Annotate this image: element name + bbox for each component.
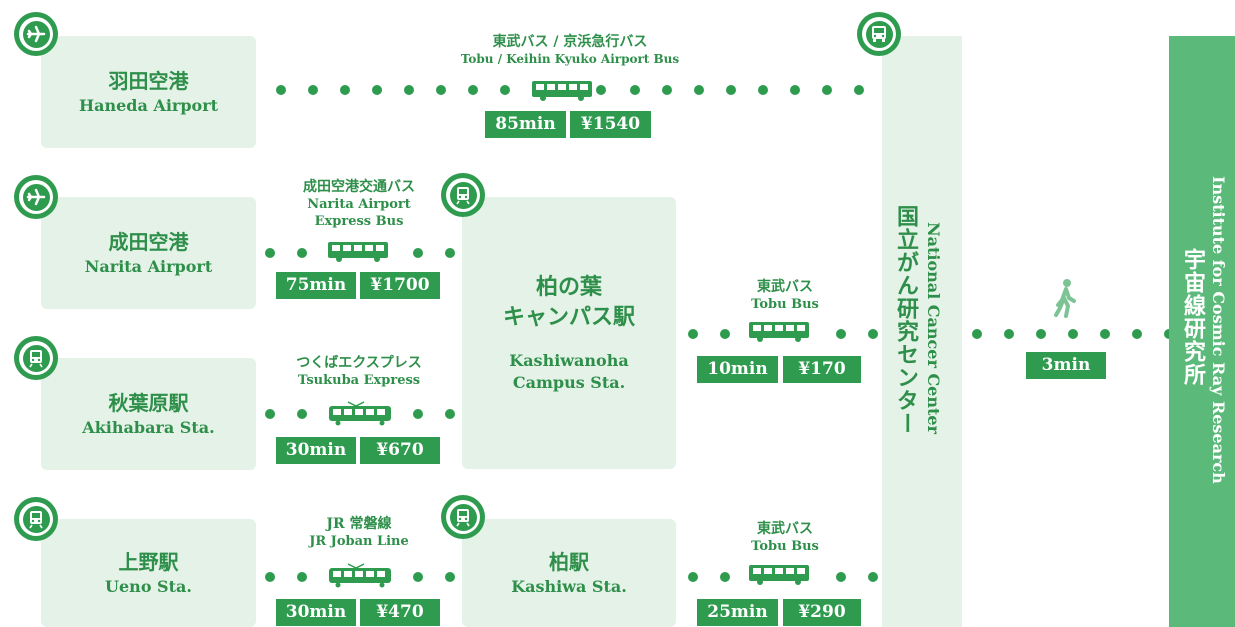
route-name-en-2: Express Bus [314,214,404,229]
route-narita-dots-right [413,248,455,258]
route-fare-tag: ¥670 [360,437,440,464]
route-name-en: Tobu Bus [751,539,819,554]
route-name-jp: つくばエクスプレス [296,355,422,371]
train-icon [441,495,485,539]
route-name-jp: 東武バス [757,521,813,537]
route-kashiwa-dots-left [688,572,730,582]
route-name-en: Tsukuba Express [297,373,421,388]
route-haneda-label: 東武バス / 京浜急行バス Tobu / Keihin Kyuko Airpor… [420,33,720,67]
airplane-icon [14,12,58,56]
bus-icon [327,241,391,267]
origin-name-en: Akihabara Sta. [82,418,215,437]
route-akihabara-dots-right [413,409,455,419]
origin-ueno: 上野駅 Ueno Sta. [41,519,256,627]
route-fare-tag: ¥290 [783,599,861,626]
cancer-center-column [882,36,962,627]
route-name-en: Tobu Bus [751,297,819,312]
route-name-jp: 成田空港交通バス [303,179,415,195]
route-fare-tag: ¥1540 [570,111,651,138]
route-akihabara-label: つくばエクスプレス Tsukuba Express [274,354,444,390]
route-fare-tag: ¥1700 [360,272,440,299]
hub-name-jp-1: 柏の葉 [535,274,602,300]
route-fare-tag: ¥470 [360,599,440,626]
cancer-center-name-jp: 国立がん研究センター [893,205,919,435]
origin-name-jp: 成田空港 [108,230,189,254]
hub-name-en-1: Kashiwanoha [509,351,629,370]
origin-narita: 成田空港 Narita Airport [41,197,256,309]
route-time-tag: 10min [697,356,778,383]
bus-icon [748,564,812,590]
route-time-tag: 30min [276,437,356,464]
walking-person-icon [1053,278,1079,322]
route-time-tag: 75min [276,272,356,299]
route-kashiwanoha-dots-right [836,329,878,339]
hub-name-jp-2: キャンパス駅 [502,304,635,330]
destination-column: Institute for Cosmic Ray Research 宇宙線研究所 [1169,36,1235,627]
route-time-tag: 30min [276,599,356,626]
origin-name-jp: 秋葉原駅 [108,391,189,415]
bus-icon [531,80,595,106]
origin-name-en: Narita Airport [84,257,213,276]
origin-name-jp: 羽田空港 [108,69,189,93]
destination-name-en: Institute for Cosmic Ray Research [1209,176,1228,484]
train-icon [14,336,58,380]
destination-name-jp: 宇宙線研究所 [1180,248,1206,386]
airplane-icon [14,175,58,219]
bus-icon [857,12,901,56]
route-walk-time-tag: 3min [1026,352,1106,379]
route-haneda-dots-right [630,85,864,95]
hub-name-jp: 柏駅 [549,550,589,574]
train-icon [14,497,58,541]
hub-kashiwa: 柏駅 Kashiwa Sta. [462,519,676,627]
route-kashiwa-bus-label: 東武バス Tobu Bus [700,520,870,556]
origin-name-en: Haneda Airport [78,96,219,115]
route-fare-tag: ¥170 [783,356,861,383]
route-name-jp: JR 常磐線 [326,516,392,532]
train-icon [328,400,392,430]
hub-kashiwanoha: 柏の葉 キャンパス駅 Kashiwanoha Campus Sta. [462,197,676,469]
route-kashiwanoha-bus-label: 東武バス Tobu Bus [700,278,870,314]
route-name-en: JR Joban Line [309,534,409,549]
route-time-tag: 85min [485,111,566,138]
origin-name-jp: 上野駅 [118,550,179,574]
hub-name-en-2: Campus Sta. [512,373,626,392]
hub-name-en: Kashiwa Sta. [511,577,627,596]
route-name-jp: 東武バス [757,279,813,295]
train-icon [328,562,392,592]
cancer-center-name-en: National Cancer Center [924,222,943,434]
route-akihabara-dots-left [265,409,307,419]
route-kashiwa-dots-right [836,572,878,582]
origin-name-en: Ueno Sta. [105,577,192,596]
origin-akihabara: 秋葉原駅 Akihabara Sta. [41,358,256,470]
route-time-tag: 25min [697,599,778,626]
route-ueno-dots-left [265,572,307,582]
bus-icon [748,321,812,347]
route-name-en-1: Narita Airport [307,197,411,212]
train-icon [441,173,485,217]
route-narita-dots-left [265,248,307,258]
route-kashiwanoha-dots-left [688,329,730,339]
route-name-en: Tobu / Keihin Kyuko Airport Bus [460,52,680,66]
route-ueno-label: JR 常磐線 JR Joban Line [274,515,444,551]
route-name-jp: 東武バス / 京浜急行バス [492,34,648,50]
route-ueno-dots-right [413,572,455,582]
route-narita-label: 成田空港交通バス Narita Airport Express Bus [274,178,444,230]
origin-haneda: 羽田空港 Haneda Airport [41,36,256,148]
